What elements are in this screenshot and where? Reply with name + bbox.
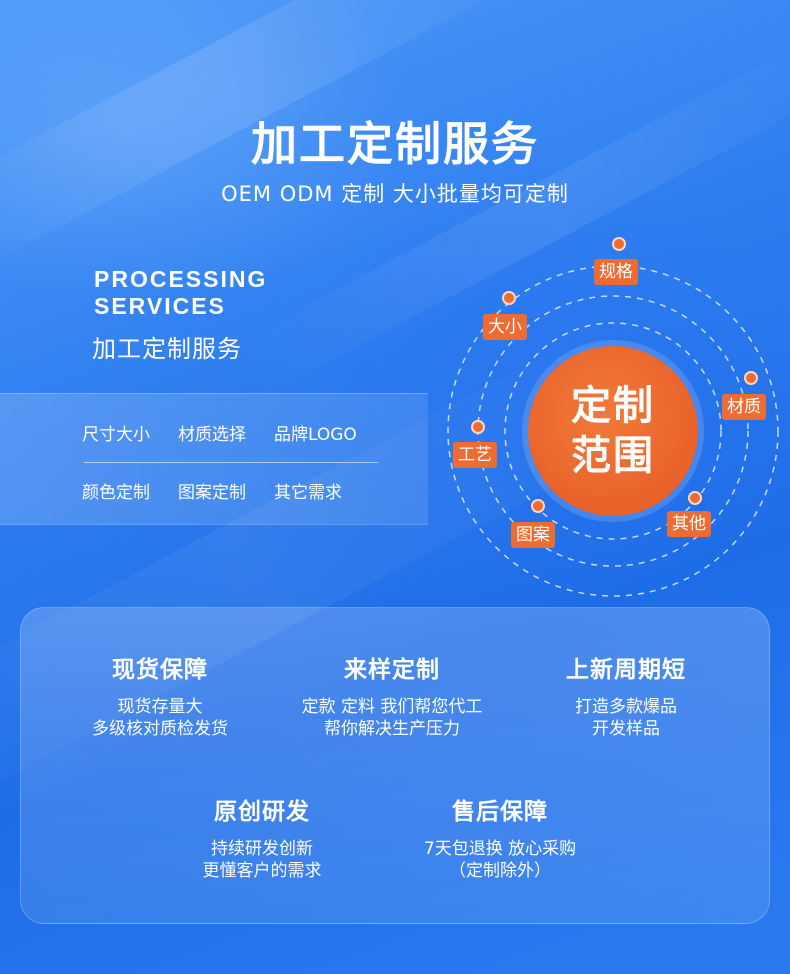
scope-center-line2: 范围 (571, 433, 655, 479)
feature-line: 多级核对质检发货 (92, 719, 228, 739)
feature-line: （定制除外） (449, 861, 551, 881)
processing-en-line2: SERVICES (94, 293, 226, 319)
feature-line: 现货存量大 (117, 697, 203, 717)
option-pattern: 图案定制 (178, 483, 246, 503)
feature-original-rnd: 原创研发 持续研发创新 更懂客户的需求 (162, 792, 362, 882)
scope-tag-size: 大小 (483, 314, 527, 340)
scope-center-circle: 定制 范围 (528, 346, 698, 516)
feature-line: 持续研发创新 (211, 839, 313, 859)
processing-services-heading: PROCESSING SERVICES (94, 266, 267, 320)
feature-sample-custom: 来样定制 定款 定料 我们帮您代工 帮你解决生产压力 (272, 650, 512, 740)
feature-stock-guarantee: 现货保障 现货存量大 多级核对质检发货 (60, 650, 260, 740)
orbit-dot (744, 371, 758, 385)
orbit-dot (531, 499, 545, 513)
scope-tag-spec: 规格 (594, 259, 638, 285)
feature-title: 上新周期短 (566, 657, 686, 683)
feature-line: 帮你解决生产压力 (324, 719, 460, 739)
page-subtitle: OEM ODM 定制 大小批量均可定制 (221, 182, 569, 206)
options-row-2: 颜色定制 图案定制 其它需求 (82, 478, 370, 503)
page-title: 加工定制服务 (251, 117, 539, 171)
option-material: 材质选择 (178, 425, 246, 445)
feature-line: 打造多款爆品 (575, 697, 677, 717)
option-other: 其它需求 (274, 483, 342, 503)
feature-short-cycle: 上新周期短 打造多款爆品 开发样品 (526, 650, 726, 740)
scope-tag-pattern: 图案 (511, 522, 555, 548)
feature-title: 现货保障 (112, 657, 208, 683)
scope-center-line1: 定制 (571, 383, 655, 429)
feature-line: 定款 定料 我们帮您代工 (301, 697, 483, 717)
custom-options-panel (0, 393, 428, 525)
orbit-dot (502, 291, 516, 305)
scope-tag-other: 其他 (667, 511, 711, 537)
feature-title: 原创研发 (214, 799, 310, 825)
feature-line: 更懂客户的需求 (202, 861, 322, 881)
feature-title: 售后保障 (452, 799, 548, 825)
options-row-1: 尺寸大小 材质选择 品牌LOGO (82, 420, 385, 445)
service-features-card (20, 607, 770, 924)
feature-line: 开发样品 (592, 719, 660, 739)
orbit-dot (612, 237, 626, 251)
feature-title: 来样定制 (344, 657, 440, 683)
orbit-dot (688, 491, 702, 505)
scope-tag-craft: 工艺 (453, 442, 497, 468)
feature-after-sales: 售后保障 7天包退换 放心采购 （定制除外） (400, 792, 600, 882)
processing-en-line1: PROCESSING (94, 266, 268, 292)
processing-cn-heading: 加工定制服务 (92, 335, 242, 363)
option-size: 尺寸大小 (82, 425, 150, 445)
scope-tag-material: 材质 (722, 394, 766, 420)
option-brand-logo: 品牌LOGO (274, 425, 357, 445)
orbit-dot (471, 420, 485, 434)
feature-line: 7天包退换 放心采购 (423, 839, 577, 859)
option-color: 颜色定制 (82, 483, 150, 503)
options-divider (84, 462, 378, 463)
